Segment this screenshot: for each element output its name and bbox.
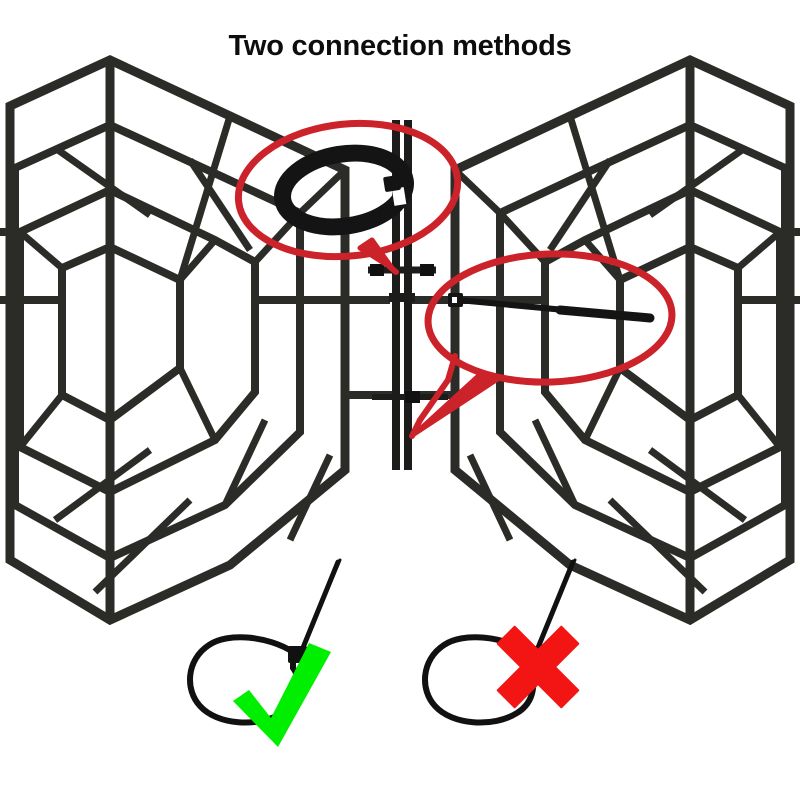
callout-straight-bubble — [424, 250, 676, 386]
cross-icon — [496, 625, 580, 709]
example-correct[interactable] — [187, 558, 342, 747]
callout-straight[interactable] — [409, 250, 676, 439]
callout-loop-bubble — [234, 119, 462, 261]
tie-straight-icon — [448, 293, 655, 323]
callout-straight-tail — [410, 370, 502, 438]
example-incorrect[interactable] — [422, 558, 580, 726]
joint-connector-upper — [368, 264, 436, 276]
joint-connector-mid — [389, 293, 415, 302]
check-icon — [233, 643, 331, 747]
tie-loop-example-left-icon — [187, 558, 342, 726]
tie-loop-closed-icon — [274, 144, 414, 236]
callout-loop[interactable] — [232, 113, 465, 275]
callout-loop-tail — [357, 237, 395, 271]
